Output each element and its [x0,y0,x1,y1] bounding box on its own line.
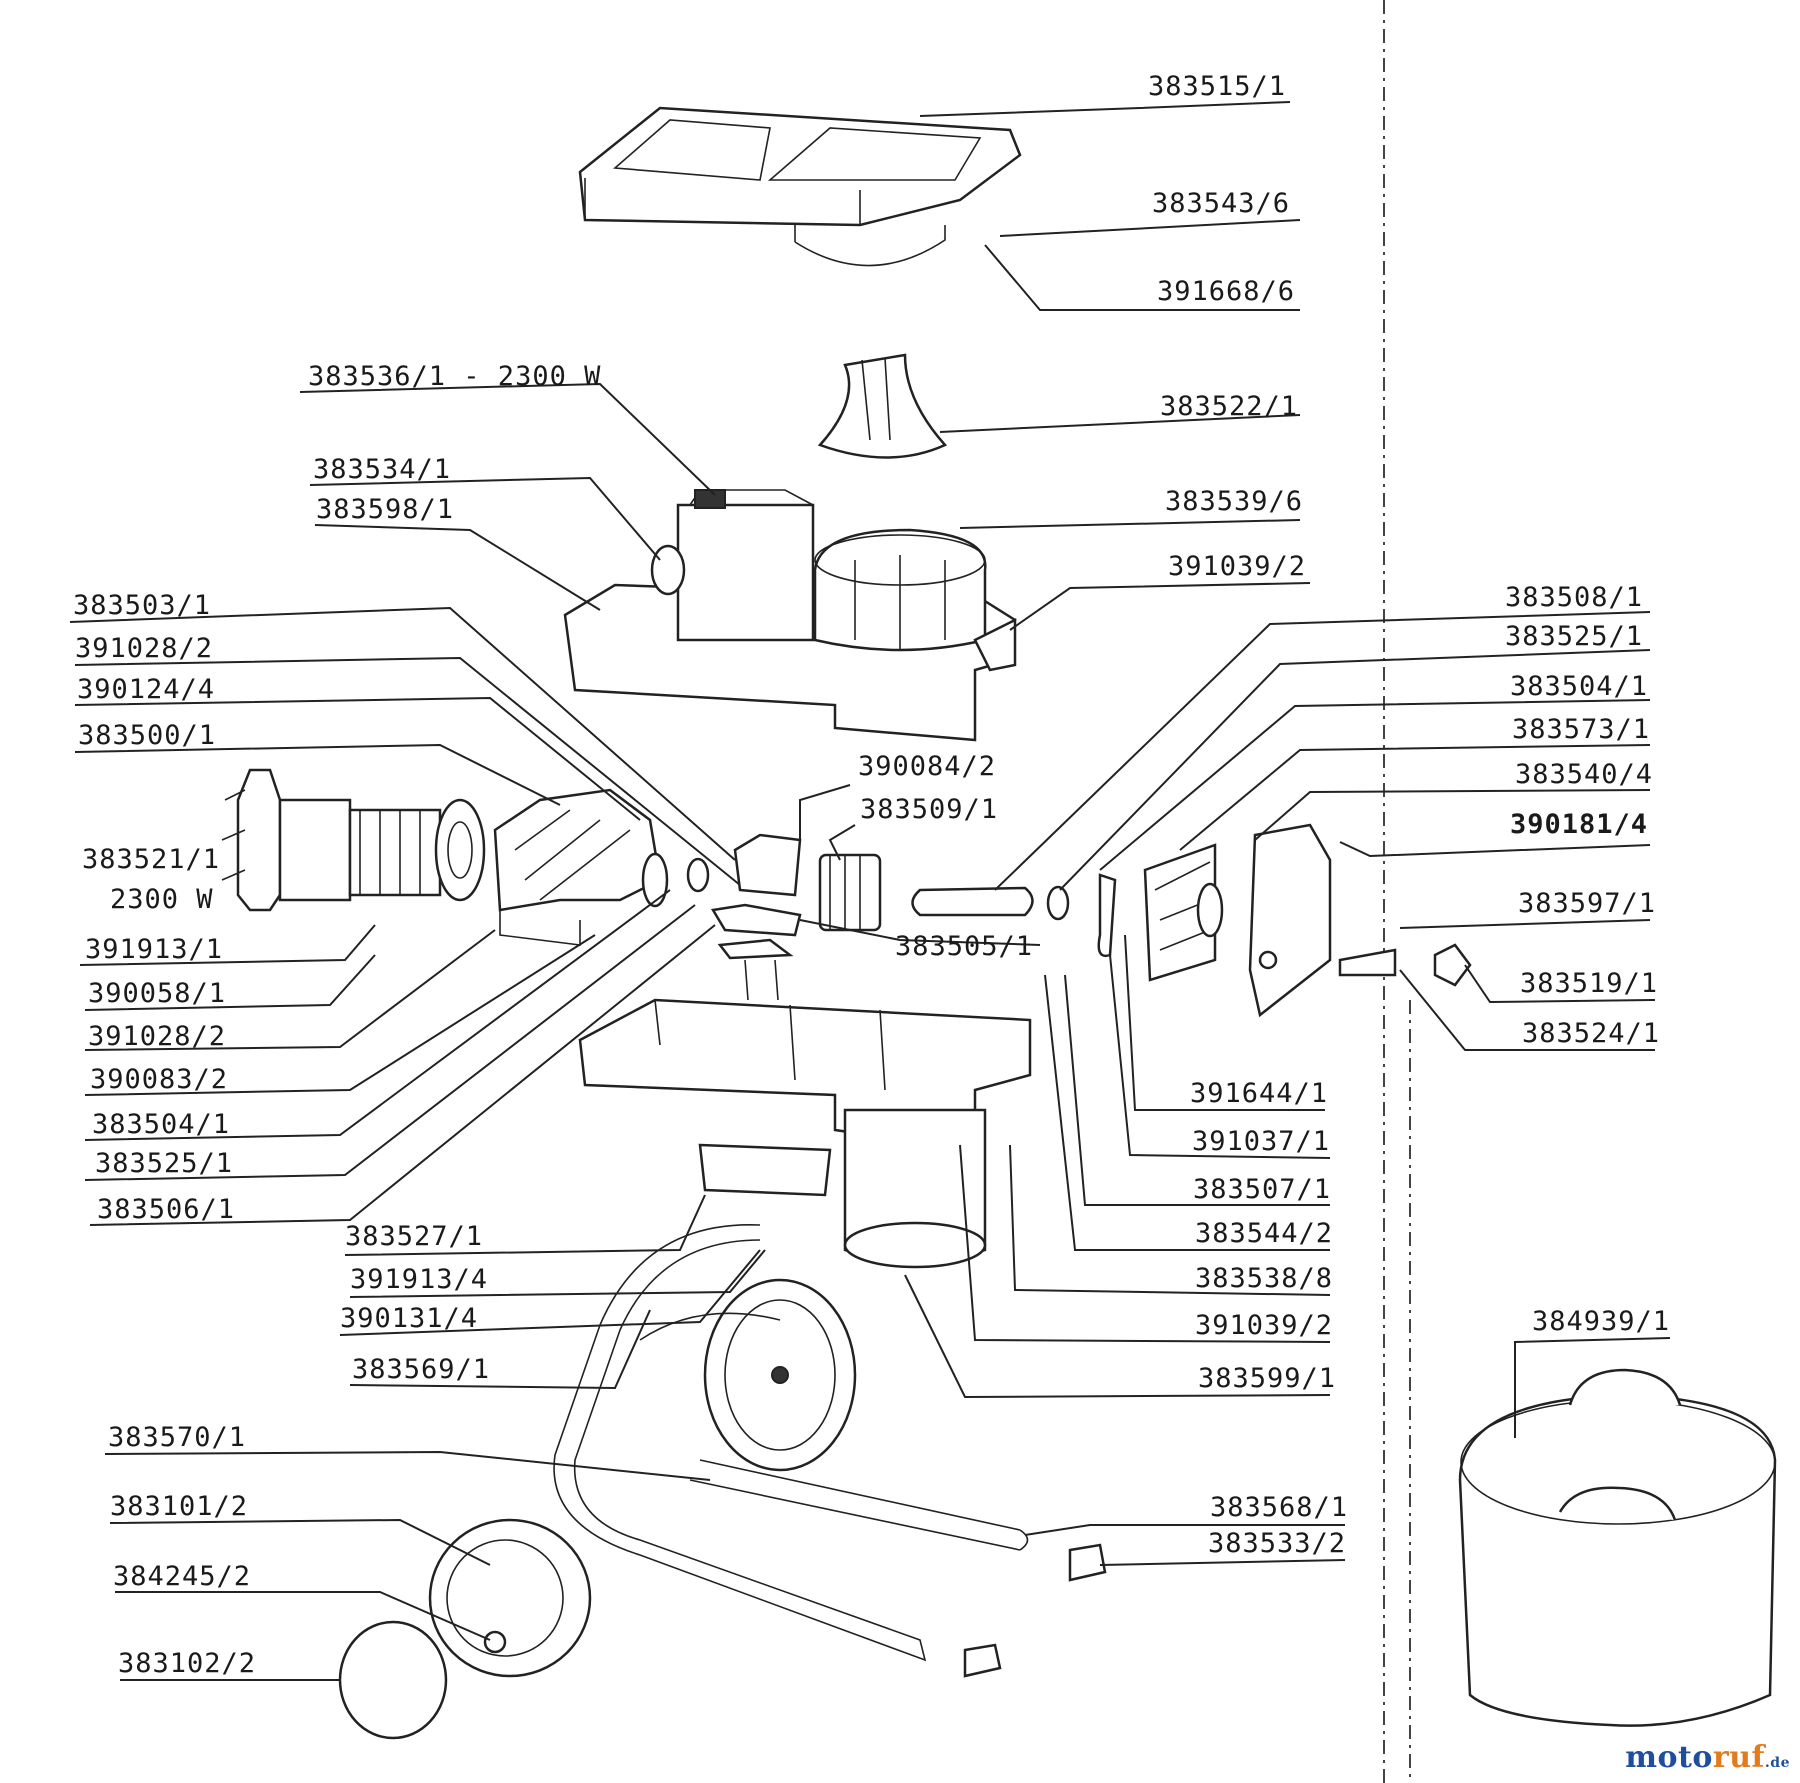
part-label: 383506/1 [97,1194,235,1225]
part-label: 383598/1 [316,494,454,525]
part-label: 383573/1 [1512,714,1650,745]
part-label: 391028/2 [75,633,213,664]
hub-cap-part [338,1620,448,1740]
part-label: 384939/1 [1532,1306,1670,1337]
ring-part-right [1046,885,1070,921]
part-label: 383533/2 [1208,1528,1346,1559]
part-label: 383570/1 [108,1422,246,1453]
part-label: 383527/1 [345,1221,483,1252]
part-label: 383508/1 [1505,582,1643,613]
hopper-cover-part [578,106,1022,267]
gear-part [818,853,882,932]
part-label: 390181/4 [1510,809,1648,840]
part-label: 383519/1 [1520,968,1658,999]
part-label: 383524/1 [1522,1018,1660,1049]
frame-tube-part [553,1224,1107,1678]
part-label: 391644/1 [1190,1078,1328,1109]
shaft-part [911,886,1034,917]
brand-watermark: motoruf.de [1625,1740,1790,1775]
part-label: 383525/1 [95,1148,233,1179]
part-label: 390058/1 [88,978,226,1009]
part-label: 383536/1 - 2300 W [308,361,601,392]
leader-lines [69,101,1671,1681]
side-cover-part [1097,823,1332,1018]
part-label: 391668/6 [1157,276,1295,307]
part-label: 383599/1 [1198,1363,1336,1394]
part-label: 383503/1 [73,590,211,621]
part-label: 383515/1 [1148,71,1286,102]
part-label: 391913/1 [85,934,223,965]
part-label: 383525/1 [1505,621,1643,652]
wheel-part [703,1278,857,1472]
chute-part [817,353,948,459]
part-label: 383521/1 [82,844,220,875]
part-label: 383543/6 [1152,188,1290,219]
collection-bag-part [1458,1368,1777,1727]
part-label: 383505/1 [895,931,1033,962]
motor-housing-part [563,489,1017,742]
part-label: 383500/1 [78,720,216,751]
part-label: 383539/6 [1165,486,1303,517]
part-number-labels: 383515/1 383543/6 391668/6 383536/1 - 23… [73,71,1670,1679]
motor-part [221,768,486,912]
part-label: 383534/1 [313,454,451,485]
part-label-power: 2300 W [110,884,214,915]
part-label: 383101/2 [110,1491,248,1522]
part-label: 391028/2 [88,1021,226,1052]
part-label: 384245/2 [113,1561,251,1592]
part-label: 391039/2 [1168,551,1306,582]
part-label: 383504/1 [1510,671,1648,702]
part-label: 390083/2 [90,1064,228,1095]
blade-housing-part [493,788,669,946]
part-label: 383544/2 [1195,1218,1333,1249]
lower-frame-part [578,998,1032,1269]
part-label: 391913/4 [350,1264,488,1295]
part-label: 390131/4 [340,1303,478,1334]
ring-part [686,857,710,893]
part-label: 383540/4 [1515,759,1653,790]
part-label: 383509/1 [860,794,998,825]
brand-part-1: moto [1625,1740,1713,1775]
bracket-part [710,833,802,1001]
part-label: 390124/4 [77,674,215,705]
part-label: 391039/2 [1195,1310,1333,1341]
part-label: 383504/1 [92,1109,230,1140]
part-label: 391037/1 [1192,1126,1330,1157]
part-label: 383538/8 [1195,1263,1333,1294]
part-label: 383597/1 [1518,888,1656,919]
part-label: 383102/2 [118,1648,256,1679]
brand-part-2: ruf [1712,1740,1765,1775]
part-label: 383507/1 [1193,1174,1331,1205]
part-label: 383569/1 [352,1354,490,1385]
small-wheel-part [428,1518,592,1678]
part-label: 390084/2 [858,751,996,782]
knob-part [1338,943,1472,987]
brand-part-3: .de [1764,1755,1790,1771]
part-label: 383568/1 [1210,1492,1348,1523]
part-label: 383522/1 [1160,391,1298,422]
